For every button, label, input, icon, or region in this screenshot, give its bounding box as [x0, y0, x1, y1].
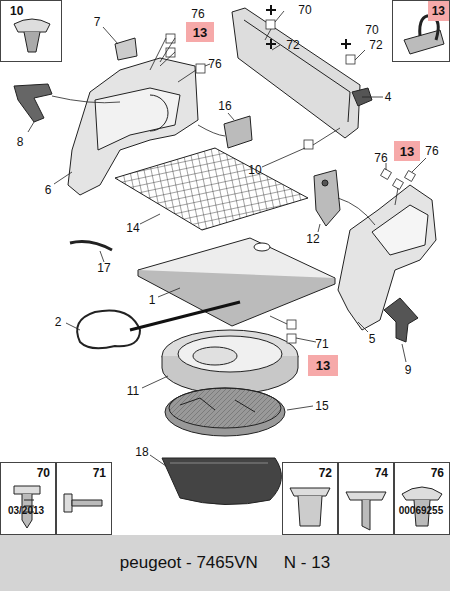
callout-number: 70 — [365, 24, 378, 37]
callout-number: 10 — [10, 4, 23, 18]
fastener-inset: 76 — [394, 462, 450, 535]
highlight-callout: 13 — [186, 22, 214, 42]
fastener-inset: 10 — [0, 0, 62, 62]
drawing-reference: 03/2013 — [8, 504, 44, 517]
callout-number: 17 — [97, 262, 110, 275]
fastener-inset: 74 — [338, 462, 394, 535]
callout-number: 71 — [93, 466, 106, 480]
callout-number: 10 — [248, 164, 261, 177]
hook-inset: 13 — [392, 0, 450, 62]
fastener-inset: 72 — [282, 462, 338, 535]
callout-number: 76 — [374, 152, 387, 165]
callout-number: 11 — [127, 385, 139, 398]
callout-number: 70 — [298, 4, 311, 17]
part-number-band: peugeot - 7465VN N - 13 — [0, 535, 450, 591]
callout-number: 13 — [400, 144, 414, 159]
part-reference: peugeot - 7465VN — [120, 553, 258, 573]
callout-number: 6 — [45, 184, 52, 197]
callout-number: 14 — [126, 222, 139, 235]
callout-number: 72 — [369, 39, 382, 52]
highlight-callout: 13 — [308, 355, 338, 376]
callout-number: 72 — [319, 466, 332, 480]
callout-number: 72 — [286, 39, 299, 52]
drawing-reference: 00069255 — [399, 504, 444, 517]
callout-number: 8 — [17, 136, 24, 149]
callout-number: 9 — [405, 364, 412, 377]
callout-number: 76 — [208, 58, 221, 71]
part-reference: N - 13 — [284, 553, 330, 573]
callout-number: 74 — [375, 466, 388, 480]
callout-number: 7 — [94, 16, 101, 29]
callout-number: 18 — [135, 446, 148, 459]
callout-number: 4 — [385, 91, 392, 104]
callout-number: 13 — [193, 25, 207, 40]
callout-number: 16 — [218, 100, 231, 113]
callout-number: 1 — [149, 294, 156, 307]
callout-number: 15 — [315, 400, 328, 413]
callout-number: 2 — [55, 316, 62, 329]
callout-number: 76 — [191, 8, 204, 21]
callout-number: 12 — [306, 233, 319, 246]
callout-number: 71 — [315, 338, 328, 351]
highlight-callout: 13 — [394, 141, 420, 161]
fastener-inset: 71 — [56, 462, 112, 535]
callout-number: 13 — [316, 358, 330, 373]
fastener-inset: 70 — [0, 462, 56, 535]
callout-number: 5 — [369, 333, 376, 346]
callout-number: 70 — [37, 466, 50, 480]
callout-number: 13 — [428, 1, 449, 21]
callout-number: 76 — [431, 466, 444, 480]
callout-number: 76 — [425, 145, 438, 158]
